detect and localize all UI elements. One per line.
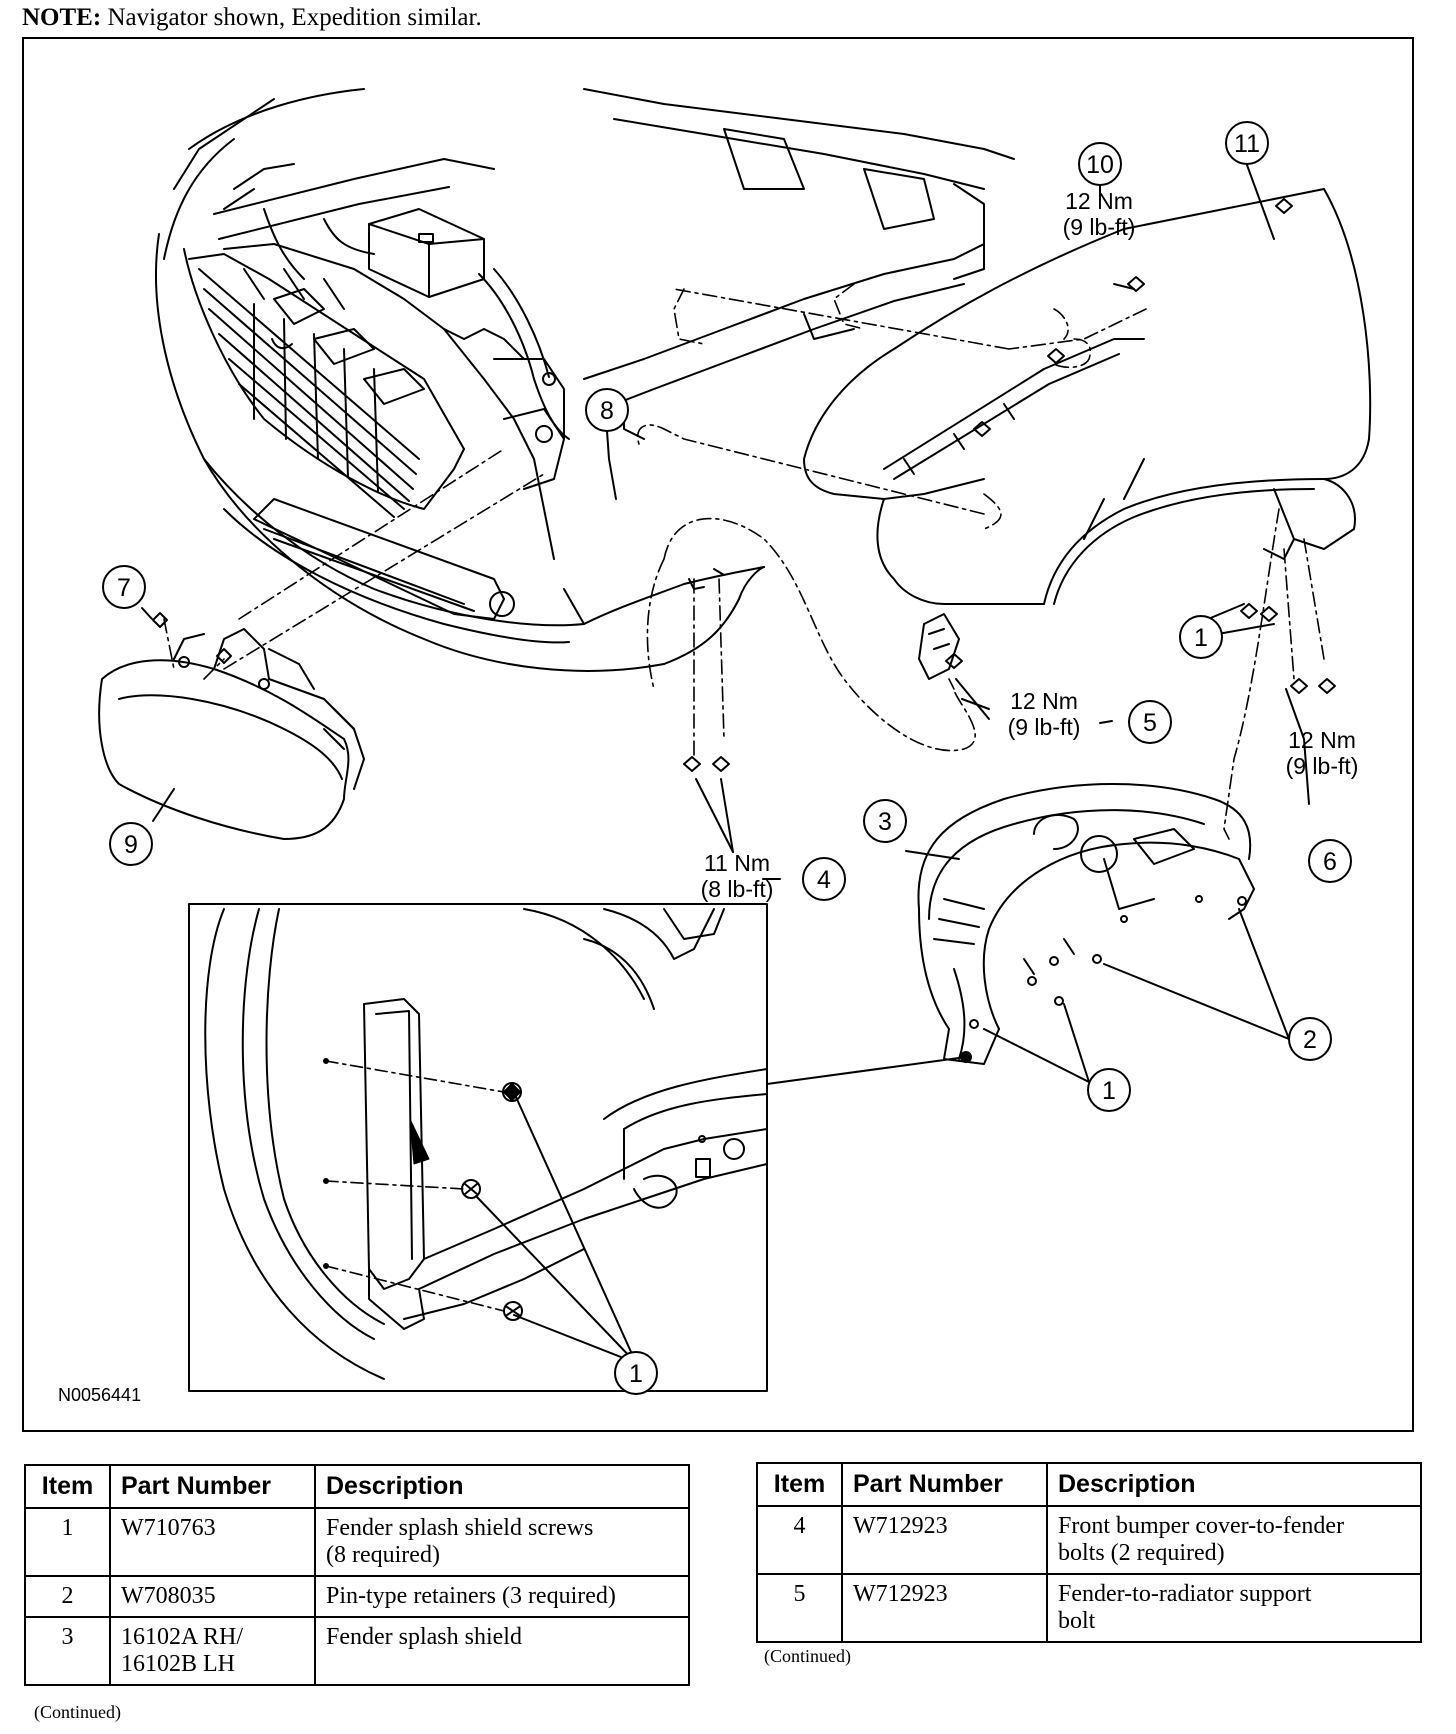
callout-circle-1-lower: [1087, 1068, 1131, 1112]
header-part-number: Part Number: [109, 1464, 316, 1509]
callout-markers: [102, 121, 1352, 1395]
part-number-line: 16102A RH/: [121, 1624, 244, 1650]
callout-label-4: 4: [817, 866, 831, 894]
headlamp-assembly: [98, 628, 365, 840]
callout-label-8: 8: [600, 397, 614, 425]
fender-bolts: [152, 198, 1336, 772]
description-cell: Front bumper cover-to-fender bolts (2 re…: [1046, 1505, 1422, 1575]
header-description: Description: [314, 1464, 690, 1509]
header-item: Item: [24, 1464, 111, 1509]
continued-left: (Continued): [34, 1702, 121, 1722]
torque-5-lbft: (9 lb-ft): [1008, 714, 1081, 740]
callout-label-9: 9: [124, 831, 138, 859]
callout-circle-7: [102, 565, 146, 609]
torque-4-nm: 11 Nm: [704, 850, 770, 876]
part-number-cell: W708035: [109, 1575, 316, 1618]
parts-table-right: Item Part Number Description 4 W712923 F…: [756, 1462, 1422, 1643]
callout-circle-4: [802, 857, 846, 901]
callout-circle-8: [585, 388, 629, 432]
callout-circle-3: [863, 799, 907, 843]
callout-leaders: [141, 164, 1310, 1364]
front-fender: [803, 188, 1372, 680]
item-cell: 3: [24, 1616, 111, 1686]
table-row: 3 16102A RH/ 16102B LH Fender splash shi…: [24, 1616, 690, 1686]
part-number-cell: W710763: [109, 1507, 316, 1577]
torque-10-lbft: (9 lb-ft): [1063, 214, 1136, 240]
description-cell: Fender splash shield: [314, 1616, 690, 1686]
callout-label-2: 2: [1303, 1026, 1317, 1054]
inset-leader-line: [766, 1056, 967, 1085]
callout-circle-6: [1308, 839, 1352, 883]
table-row: 2 W708035 Pin-type retainers (3 required…: [24, 1575, 690, 1618]
description-cell: Pin-type retainers (3 required): [314, 1575, 690, 1618]
description-line: Fender-to-radiator support: [1058, 1581, 1312, 1607]
continued-right: (Continued): [764, 1646, 851, 1666]
figure-id: N0056441: [58, 1385, 141, 1405]
table-row: 1 W710763 Fender splash shield screws (8…: [24, 1507, 690, 1577]
front-bumper-cover: [155, 233, 765, 672]
detail-inset: [188, 903, 768, 1392]
exploded-diagram: 10 11 8 1 7 5 3 9 4 6 2 1 1 12 Nm (9 lb-…: [22, 37, 1414, 1432]
parts-table-header: Item Part Number Description: [24, 1464, 690, 1509]
callout-label-11: 11: [1234, 130, 1260, 158]
description-cell: Fender-to-radiator support bolt: [1046, 1573, 1422, 1643]
callout-label-10: 10: [1086, 151, 1114, 179]
part-number-line: 16102B LH: [121, 1651, 235, 1677]
parts-table-left: Item Part Number Description 1 W710763 F…: [24, 1464, 690, 1686]
callout-circle-5: [1128, 700, 1172, 744]
item-cell: 2: [24, 1575, 111, 1618]
torque-5-nm: 12 Nm: [1010, 688, 1078, 714]
fender-splash-shield: [917, 783, 1255, 1065]
note-label: NOTE:: [22, 4, 102, 31]
callout-label-1-inset: 1: [629, 1360, 643, 1388]
callout-label-1-upper: 1: [1194, 624, 1208, 652]
torque-6-nm: 12 Nm: [1288, 727, 1356, 753]
header-part-number: Part Number: [841, 1462, 1048, 1507]
callout-circle-2: [1288, 1017, 1332, 1061]
part-number-cell: W712923: [841, 1505, 1048, 1575]
item-cell: 4: [756, 1505, 843, 1575]
diagram-canvas: 10 11 8 1 7 5 3 9 4 6 2 1 1 12 Nm (9 lb-…: [58, 88, 1372, 1405]
item-cell: 1: [24, 1507, 111, 1577]
callout-label-3: 3: [878, 808, 892, 836]
description-line: Front bumper cover-to-fender: [1058, 1513, 1345, 1539]
description-cell: Fender splash shield screws (8 required): [314, 1507, 690, 1577]
callout-circle-10: [1078, 142, 1122, 186]
description-line: Fender splash shield screws: [326, 1515, 594, 1541]
torque-6-lbft: (9 lb-ft): [1286, 753, 1359, 779]
callout-circle-11: [1225, 121, 1269, 165]
parts-table-header: Item Part Number Description: [756, 1462, 1422, 1507]
splash-shield-fasteners: [960, 895, 1247, 1063]
header-item: Item: [756, 1462, 843, 1507]
description-line: bolts (2 required): [1058, 1540, 1225, 1566]
callout-label-5: 5: [1143, 709, 1157, 737]
callout-circle-1-upper: [1179, 615, 1223, 659]
callout-numbers: 10 11 8 1 7 5 3 9 4 6 2 1 1: [117, 130, 1337, 1388]
callout-label-7: 7: [117, 574, 131, 602]
part-number-cell: 16102A RH/ 16102B LH: [109, 1616, 316, 1686]
note-line: NOTE: Navigator shown, Expedition simila…: [22, 4, 482, 32]
alignment-lines: [163, 283, 1325, 840]
callout-circle-9: [109, 822, 153, 866]
note-text: Navigator shown, Expedition similar.: [107, 4, 482, 31]
torque-labels: 12 Nm (9 lb-ft) 12 Nm (9 lb-ft) 12 Nm (9…: [701, 188, 1359, 902]
item-cell: 5: [756, 1573, 843, 1643]
header-description: Description: [1046, 1462, 1422, 1507]
table-row: 5 W712923 Fender-to-radiator support bol…: [756, 1573, 1422, 1643]
description-line: (8 required): [326, 1542, 440, 1568]
part-number-cell: W712923: [841, 1573, 1048, 1643]
torque-10-nm: 12 Nm: [1065, 188, 1133, 214]
callout-label-1-lower: 1: [1102, 1077, 1116, 1105]
callout-label-6: 6: [1323, 848, 1337, 876]
callout-circle-1-inset: [614, 1351, 658, 1395]
torque-4-lbft: (8 lb-ft): [701, 876, 774, 902]
radiator-grille: [183, 248, 465, 518]
vehicle-front-structure: [163, 88, 1015, 560]
description-line: bolt: [1058, 1608, 1096, 1634]
table-row: 4 W712923 Front bumper cover-to-fender b…: [756, 1505, 1422, 1575]
